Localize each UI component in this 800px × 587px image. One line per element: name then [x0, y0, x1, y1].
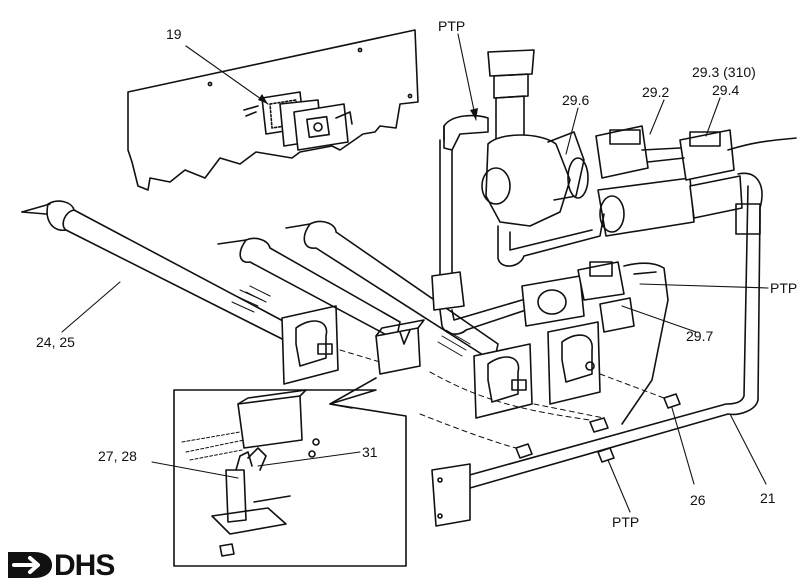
leader-lines: [61, 33, 769, 513]
pilot-valve: [521, 261, 669, 425]
reference-lines: [339, 349, 665, 449]
dhs-logo: DHS: [6, 548, 156, 582]
label-27-28: 27, 28: [98, 448, 137, 464]
label-26: 26: [690, 492, 706, 508]
label-21: 21: [760, 490, 776, 506]
gas-regulator: [443, 49, 589, 227]
injectors: [515, 393, 681, 463]
label-ptp-bottom: PTP: [612, 514, 640, 530]
label-31: 31: [362, 444, 378, 460]
igniter-bracket: [243, 91, 353, 151]
label-24-25: 24, 25: [36, 334, 75, 350]
label-29-7: 29.7: [686, 328, 714, 344]
label-29-3: 29.3 (310): [692, 64, 756, 80]
back-panel: [127, 29, 419, 191]
label-29-4: 29.4: [712, 82, 740, 98]
detail-inset: [173, 377, 407, 567]
dhs-logo-mark-icon: [8, 552, 52, 578]
dhs-logo-text: DHS: [54, 549, 115, 582]
label-29-6: 29.6: [562, 92, 590, 108]
label-29-2: 29.2: [642, 84, 670, 100]
valve-manifold: [595, 125, 797, 237]
burner-tube-left: [21, 200, 339, 385]
pilot-shield: [375, 319, 425, 375]
pilot-pipe: [431, 125, 527, 335]
label-ptp-top: PTP: [438, 18, 466, 34]
label-ptp-right: PTP: [770, 280, 798, 296]
label-19: 19: [166, 26, 182, 42]
burner-tube-right: [285, 220, 533, 419]
arrowheads: [258, 94, 478, 120]
burner-tube-fourth-head: [547, 321, 601, 405]
main-pipe: [431, 172, 763, 527]
